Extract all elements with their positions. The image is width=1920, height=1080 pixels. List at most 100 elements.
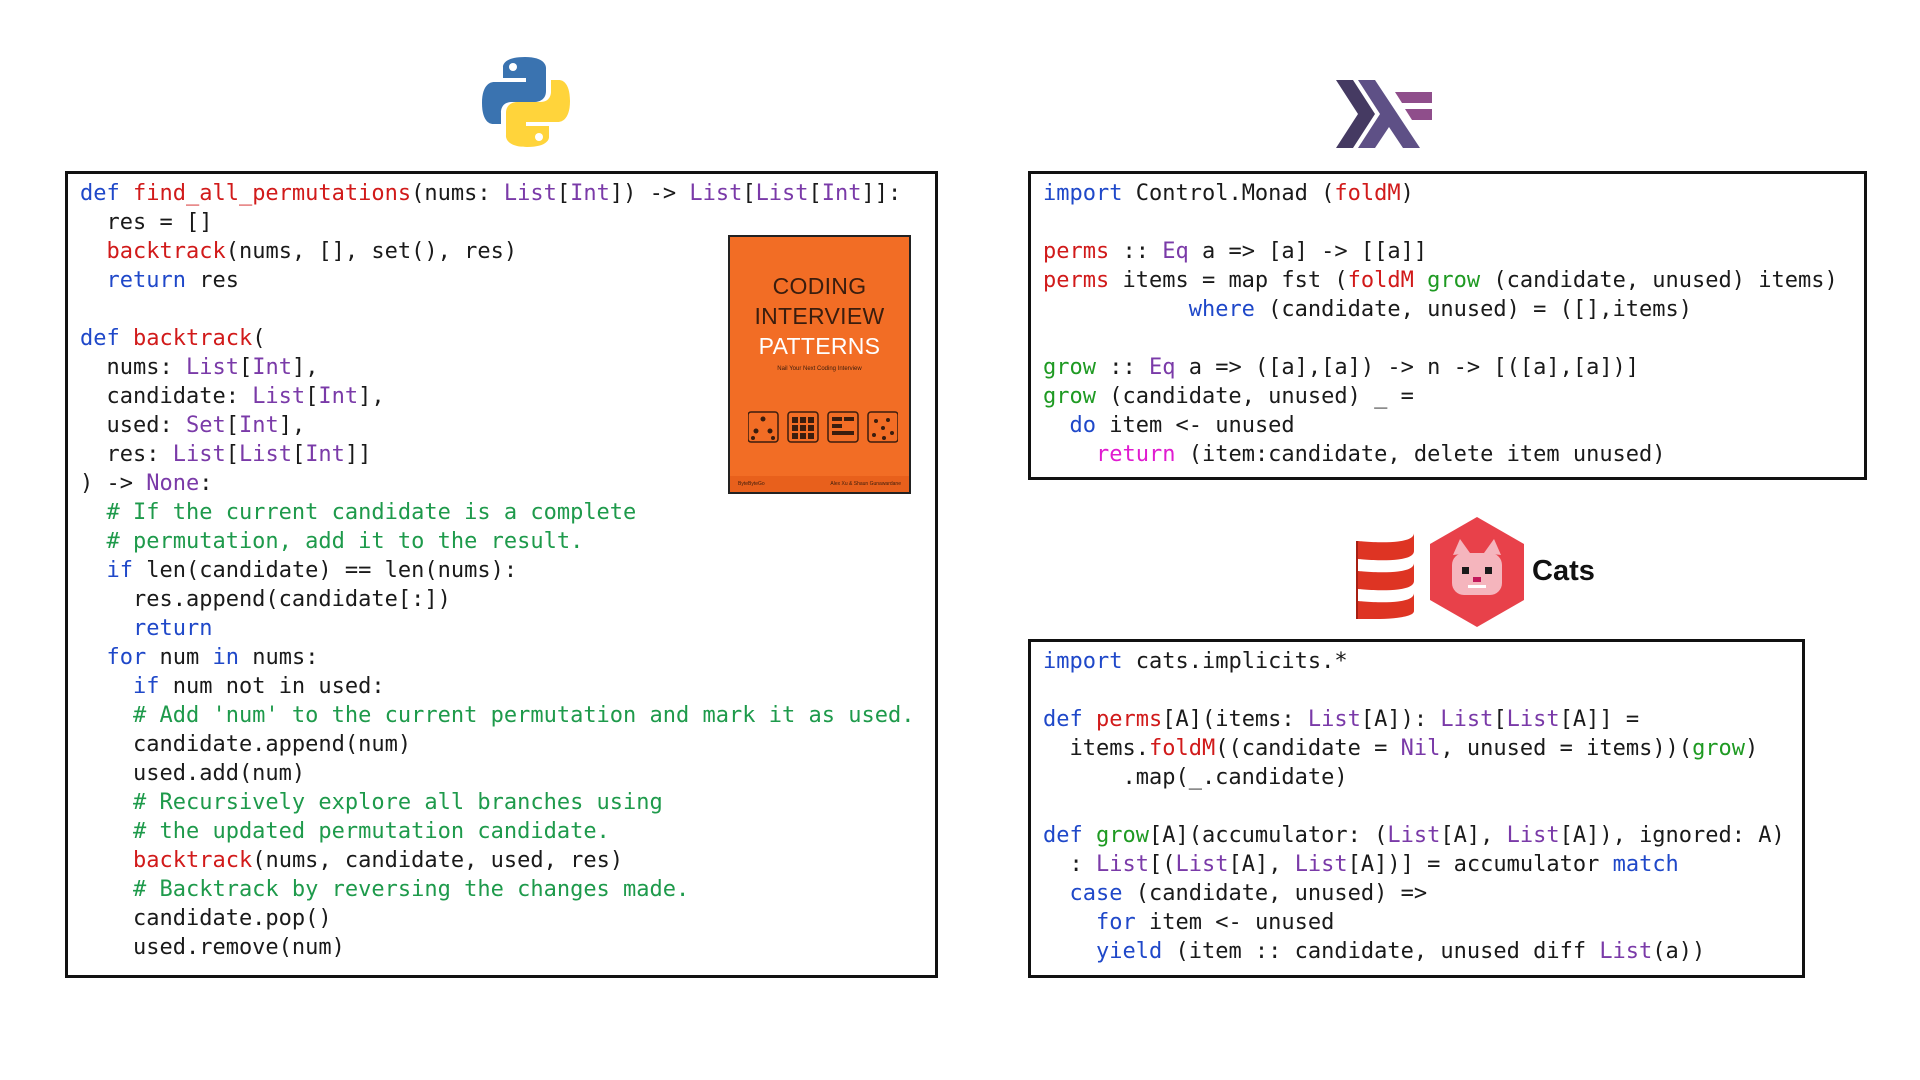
- haskell-code-line: grow (candidate, unused) _ =: [1043, 382, 1838, 411]
- python-code-token: return: [132, 616, 213, 641]
- scala-code-token: [1043, 881, 1070, 906]
- scala-code-token: .map(_.candidate): [1043, 765, 1348, 790]
- python-code-line: backtrack(nums, [], set(), res): [80, 237, 914, 266]
- python-code-line: used.remove(num): [80, 933, 914, 962]
- python-code-token: (nums, [], set(), res): [225, 239, 518, 264]
- scala-code-line: case (candidate, unused) =>: [1043, 879, 1785, 908]
- scala-code: import cats.implicits.* def perms[A](ite…: [1043, 647, 1785, 966]
- python-code-token: if: [106, 558, 134, 583]
- haskell-code-token: a => ([a],[a]) -> n -> [([a],[a])]: [1175, 355, 1640, 380]
- scala-code-token: ((candidate =: [1215, 736, 1401, 761]
- python-code-token: Int: [318, 384, 359, 409]
- scala-code-token: case: [1069, 881, 1123, 906]
- python-code-token: (: [252, 326, 266, 351]
- scala-code-line: : List[(List[A], List[A])] = accumulator…: [1043, 850, 1785, 879]
- python-code-token: Int: [238, 413, 279, 438]
- python-code-token: find_all_permutations: [132, 181, 412, 206]
- python-code-token: in: [212, 645, 239, 670]
- haskell-code-token: ::: [1095, 355, 1149, 380]
- scala-code-token: List: [1175, 852, 1229, 877]
- haskell-code-line: where (candidate, unused) = ([],items): [1043, 295, 1838, 324]
- haskell-code-token: a => [a] -> [[a]]: [1188, 239, 1428, 264]
- book-pattern-icons: [748, 411, 898, 443]
- scala-code-panel: import cats.implicits.* def perms[A](ite…: [1028, 639, 1805, 978]
- python-code-token: used.add(num): [80, 761, 306, 786]
- scala-code-token: ): [1745, 736, 1759, 761]
- python-code-token: List: [252, 384, 306, 409]
- scala-code-token: (candidate, unused) =>: [1122, 881, 1428, 906]
- python-code-token: Int: [252, 355, 292, 380]
- haskell-logo-icon: [1336, 80, 1432, 148]
- python-code: def find_all_permutations(nums: List[Int…: [80, 179, 914, 962]
- scala-code-token: perms: [1095, 707, 1163, 732]
- python-code-line: # Recursively explore all branches using: [80, 788, 914, 817]
- python-code-token: [: [808, 181, 822, 206]
- python-code-token: nums:: [238, 645, 319, 670]
- scala-code-token: [1043, 939, 1096, 964]
- python-code-token: def: [80, 181, 133, 206]
- python-code-token: used.remove(num): [80, 935, 345, 960]
- python-code-line: backtrack(nums, candidate, used, res): [80, 846, 914, 875]
- python-code-token: for: [106, 645, 147, 670]
- scala-code-token: List: [1307, 707, 1361, 732]
- scala-code-token: [A]), ignored: A): [1559, 823, 1785, 848]
- haskell-code-token: Eq: [1162, 239, 1189, 264]
- python-code-token: [: [225, 442, 239, 467]
- haskell-code: import Control.Monad (foldM) perms :: Eq…: [1043, 179, 1838, 469]
- python-code-token: List: [172, 442, 226, 467]
- python-code-line: res: List[List[Int]]: [80, 440, 914, 469]
- haskell-code-token: foldM: [1347, 268, 1414, 293]
- python-code-token: # the updated permutation candidate.: [80, 819, 610, 844]
- python-code-token: Int: [821, 181, 862, 206]
- scala-code-token: [(: [1148, 852, 1176, 877]
- book-title-line-2: INTERVIEW: [754, 303, 885, 329]
- haskell-code-token: (candidate, unused) = ([],items): [1254, 297, 1693, 322]
- cats-label: Cats: [1532, 555, 1595, 587]
- scala-code-token: grow: [1692, 736, 1746, 761]
- haskell-code-token: grow: [1043, 384, 1096, 409]
- scala-code-line: yield (item :: candidate, unused diff Li…: [1043, 937, 1785, 966]
- scala-code-token: [A],: [1228, 852, 1295, 877]
- python-code-line: ) -> None:: [80, 469, 914, 498]
- python-code-token: :: [199, 471, 213, 496]
- python-code-token: candidate.append(num): [80, 732, 412, 757]
- python-code-token: used:: [80, 413, 186, 438]
- python-code-token: Int: [305, 442, 345, 467]
- python-code-line: used.add(num): [80, 759, 914, 788]
- python-code-line: def backtrack(: [80, 324, 914, 353]
- python-code-token: (nums, candidate, used, res): [252, 848, 624, 873]
- python-code-token: def: [80, 326, 133, 351]
- python-code-line: def find_all_permutations(nums: List[Int…: [80, 179, 914, 208]
- haskell-code-token: items = map fst (: [1109, 268, 1348, 293]
- python-code-token: ],: [358, 384, 385, 409]
- python-code-token: len(candidate) == len(nums):: [133, 558, 518, 583]
- scala-code-token: cats.implicits.*: [1122, 649, 1348, 674]
- python-code-token: List: [689, 181, 743, 206]
- python-code-token: # If the current candidate is a complete: [80, 500, 637, 525]
- python-code-token: [80, 645, 107, 670]
- python-code-line: res = []: [80, 208, 914, 237]
- haskell-code-panel: import Control.Monad (foldM) perms :: Eq…: [1028, 171, 1867, 480]
- cats-logo-icon: [1430, 517, 1524, 627]
- python-code-token: [80, 616, 133, 641]
- haskell-code-token: ): [1400, 181, 1414, 206]
- book-authors: Alex Xu & Shaun Gunawardane: [830, 481, 901, 487]
- scala-code-token: items.: [1043, 736, 1149, 761]
- haskell-code-token: grow: [1043, 355, 1096, 380]
- haskell-code-token: item <- unused: [1096, 413, 1295, 438]
- python-code-line: # permutation, add it to the result.: [80, 527, 914, 556]
- python-code-line: res.append(candidate[:]): [80, 585, 914, 614]
- scala-code-token: grow: [1095, 823, 1149, 848]
- python-code-line: if len(candidate) == len(nums):: [80, 556, 914, 585]
- scala-code-token: List: [1387, 823, 1441, 848]
- scala-code-token: [A]] =: [1559, 707, 1640, 732]
- haskell-code-token: [1043, 297, 1189, 322]
- python-code-token: ]]:: [861, 181, 902, 206]
- haskell-code-token: [1414, 268, 1427, 293]
- scala-code-token: [A],: [1440, 823, 1507, 848]
- python-code-line: for num in nums:: [80, 643, 914, 672]
- python-code-token: [80, 239, 107, 264]
- python-code-token: res = []: [80, 210, 213, 235]
- haskell-code-line: [1043, 324, 1838, 353]
